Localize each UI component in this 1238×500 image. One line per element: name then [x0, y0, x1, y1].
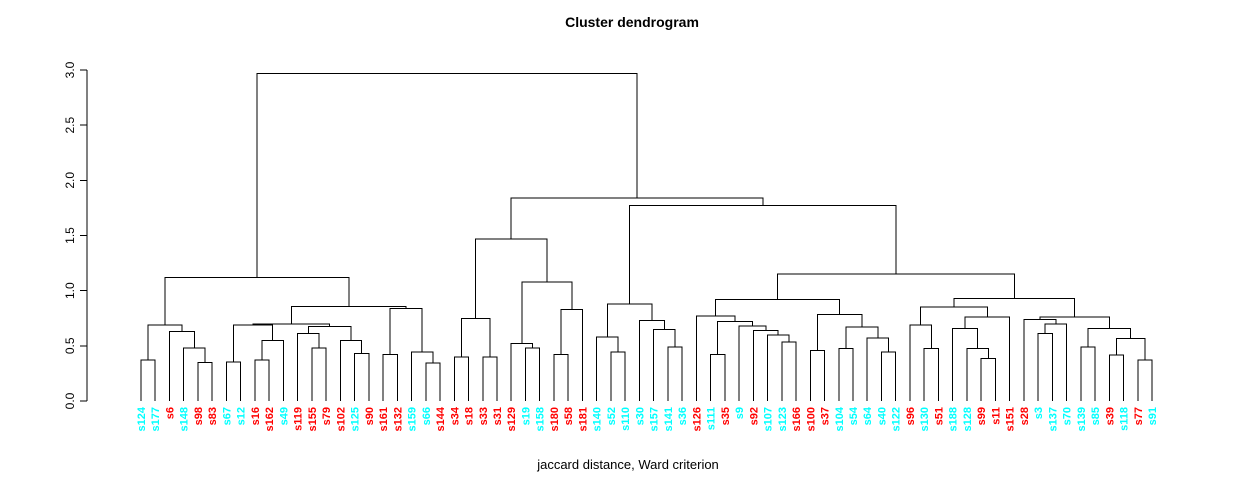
leaf-label: s125: [350, 407, 362, 431]
leaf-label: s118: [1119, 407, 1131, 431]
leaf-label: s77: [1133, 407, 1145, 425]
leaf-label: s181: [577, 407, 589, 431]
leaf-label: s34: [449, 406, 461, 425]
chart-title: Cluster dendrogram: [565, 14, 699, 30]
leaf-label: s66: [421, 407, 433, 425]
leaf-label: s100: [805, 407, 817, 431]
leaf-label: s90: [364, 407, 376, 425]
leaf-label: s39: [1104, 407, 1116, 425]
leaf-label: s52: [606, 407, 618, 425]
leaf-label: s140: [592, 407, 604, 431]
chart-caption: jaccard distance, Ward criterion: [536, 457, 719, 472]
leaf-label: s85: [1090, 407, 1102, 425]
leaf-label: s130: [919, 407, 931, 431]
leaf-label: s128: [962, 407, 974, 431]
leaf-label: s31: [492, 407, 504, 425]
y-axis: 0.0 0.5 1.0 1.5 2.0 2.5 3.0: [63, 61, 88, 409]
y-axis-tick-label: 2.0: [63, 172, 77, 189]
leaf-label: s148: [179, 407, 191, 431]
leaf-label: s67: [221, 407, 233, 425]
leaf-label: s102: [335, 407, 347, 431]
y-axis-tick-label: 1.5: [63, 227, 77, 244]
leaf-label: s104: [834, 406, 846, 431]
leaf-label: s124: [136, 406, 148, 431]
leaf-label: s91: [1147, 407, 1159, 425]
leaf-label: s96: [905, 407, 917, 425]
leaf-label: s119: [293, 407, 305, 431]
y-axis-tick-label: 1.0: [63, 282, 77, 299]
leaf-label: s129: [506, 407, 518, 431]
dendrogram-branches: [140, 72, 1153, 401]
leaf-label: s83: [207, 407, 219, 425]
leaf-label: s99: [976, 407, 988, 425]
leaf-label: s107: [763, 407, 775, 431]
leaf-label: s18: [464, 407, 476, 425]
leaf-label: s64: [862, 406, 874, 425]
leaf-label: s180: [549, 407, 561, 431]
leaf-label: s92: [748, 407, 760, 425]
leaf-label: s36: [677, 407, 689, 425]
leaf-label: s161: [378, 407, 390, 431]
leaf-label: s70: [1062, 407, 1074, 425]
leaf-label: s54: [848, 406, 860, 425]
y-axis-tick-label: 0.0: [63, 392, 77, 409]
leaf-label: s155: [307, 407, 319, 431]
leaf-label: s141: [663, 407, 675, 431]
leaf-label: s11: [990, 407, 1002, 425]
leaf-label: s40: [876, 407, 888, 425]
leaf-label: s6: [164, 407, 176, 419]
leaf-label: s110: [620, 407, 632, 431]
leaf-label: s126: [691, 407, 703, 431]
leaf-label: s28: [1019, 407, 1031, 425]
leaf-label: s9: [734, 407, 746, 419]
leaf-label: s51: [933, 407, 945, 425]
leaf-label: s151: [1005, 407, 1017, 431]
leaf-label: s159: [407, 407, 419, 431]
leaf-label: s144: [435, 406, 447, 431]
leaf-label: s30: [634, 407, 646, 425]
leaf-label: s177: [150, 407, 162, 431]
leaf-label: s122: [891, 407, 903, 431]
leaf-label: s158: [535, 407, 547, 431]
leaf-label: s19: [520, 407, 532, 425]
leaf-label: s35: [720, 407, 732, 425]
leaf-label: s37: [820, 407, 832, 425]
leaf-label: s166: [791, 407, 803, 431]
leaf-label: s137: [1047, 407, 1059, 431]
leaf-label: s139: [1076, 407, 1088, 431]
leaf-label: s98: [193, 407, 205, 425]
y-axis-tick-label: 3.0: [63, 61, 77, 78]
leaf-label: s111: [706, 407, 718, 430]
leaf-label: s12: [236, 407, 248, 425]
y-axis-tick-label: 0.5: [63, 337, 77, 354]
y-axis-tick-label: 2.5: [63, 117, 77, 134]
leaf-label: s132: [392, 407, 404, 431]
leaf-label: s162: [264, 407, 276, 431]
leaf-label: s157: [649, 407, 661, 431]
leaf-label: s123: [777, 407, 789, 431]
leaf-label: s58: [563, 407, 575, 425]
leaf-label: s49: [278, 407, 290, 425]
leaf-label: s188: [948, 407, 960, 431]
leaf-label: s33: [478, 407, 490, 425]
dendrogram-tree: [140, 72, 1153, 401]
leaf-label: s79: [321, 407, 333, 425]
leaf-label: s16: [250, 407, 262, 425]
leaf-label: s3: [1033, 407, 1045, 419]
